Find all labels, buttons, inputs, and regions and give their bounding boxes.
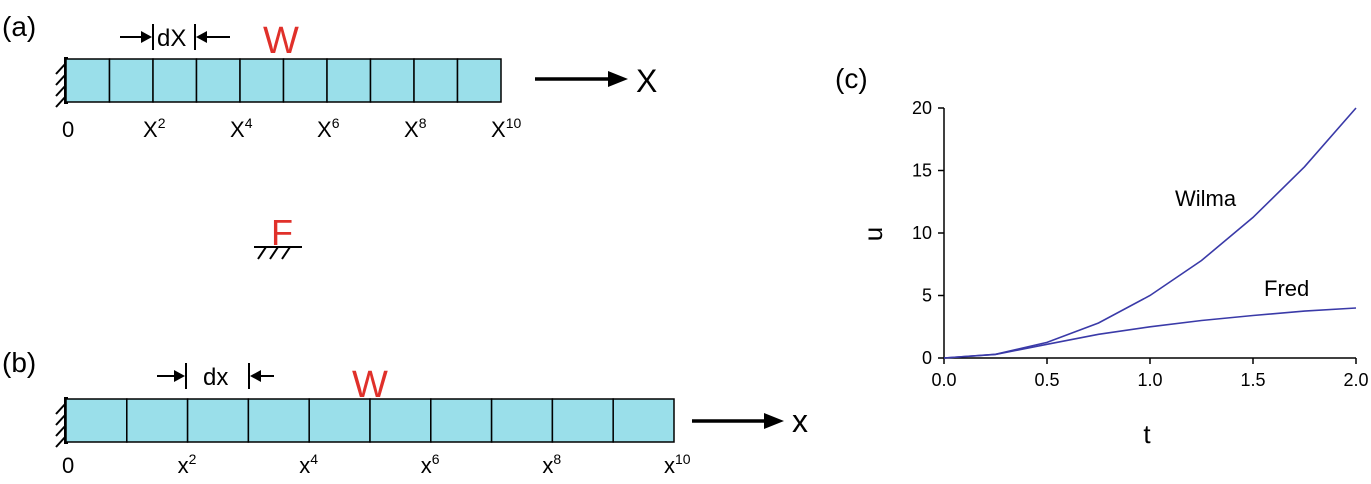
- mass-label-w: W: [352, 364, 388, 406]
- node-label: x4: [299, 451, 318, 478]
- x-tick-label: 2.0: [1343, 370, 1368, 390]
- panel-a-wall: [55, 57, 68, 108]
- bar-cell: [456, 58, 502, 103]
- wall-hatch: [55, 84, 67, 97]
- bar-cell: [126, 398, 189, 443]
- bar-cell: [152, 58, 198, 103]
- y-tick-label: 5: [922, 286, 932, 306]
- spacing-label: dX: [157, 25, 186, 52]
- bar-cell: [239, 58, 285, 103]
- node-label: x6: [421, 451, 440, 478]
- bar-cell: [369, 58, 415, 103]
- panel-a: (a) dX W X 0 X2 X4 X6 X8 X10: [2, 11, 657, 142]
- x-tick-label: 1.5: [1240, 370, 1265, 390]
- bar-cell: [282, 58, 328, 103]
- series-line-fred: [943, 307, 1357, 359]
- bar-cell: [65, 398, 128, 443]
- spacing-label: dx: [203, 364, 228, 391]
- wall-hatch: [55, 435, 67, 448]
- bar-cell: [247, 398, 310, 443]
- axis-label: x: [792, 403, 808, 439]
- panel-b-wall: [55, 397, 68, 448]
- bar-cell: [490, 398, 554, 443]
- fred-marker-label: F: [271, 212, 293, 253]
- series-line-wilma: [943, 107, 1357, 359]
- arrowhead-right-icon: [174, 370, 185, 382]
- panel-c-chart: (c) 0.0 0.5 1.0 1.5 2.0 0 5 10 15 20 t u Wilma Fr…: [835, 63, 1369, 449]
- bar-cell: [551, 398, 614, 443]
- y-axis-title: u: [858, 227, 888, 241]
- wall-hatch: [55, 73, 67, 86]
- wall-hatch: [55, 413, 67, 426]
- x-axis-title: t: [1143, 419, 1151, 449]
- node-label: x10: [664, 451, 691, 478]
- bar-cell: [65, 58, 111, 103]
- ground-hatch: [257, 246, 267, 260]
- fred-marker: F: [254, 212, 302, 260]
- x-tick-label: 0.5: [1034, 370, 1059, 390]
- bar-cell: [186, 398, 250, 443]
- panel-c-label: (c): [835, 63, 868, 94]
- bar-cell: [413, 58, 459, 103]
- bar-cell: [195, 58, 241, 103]
- wall-hatch: [55, 62, 67, 75]
- panel-a-node-labels: 0 X2 X4 X6 X8 X10: [62, 115, 521, 142]
- panel-a-axis-arrow: X: [535, 63, 657, 99]
- node-label: 0: [62, 117, 74, 142]
- bar-cell: [612, 398, 675, 443]
- arrowhead-left-icon: [196, 31, 207, 43]
- panel-b: (b) dx W x 0 x2 x4 x6 x8 x10: [2, 347, 808, 478]
- node-label: X6: [317, 115, 340, 142]
- panel-a-spacing-indicator: dX: [120, 24, 230, 52]
- node-label: X8: [404, 115, 427, 142]
- y-tick-label: 15: [912, 161, 932, 181]
- x-tick-label: 1.0: [1137, 370, 1162, 390]
- panel-b-spacing-indicator: dx: [157, 363, 274, 391]
- node-label: X4: [230, 115, 253, 142]
- x-tick-label: 0.0: [931, 370, 956, 390]
- y-tick-label: 20: [912, 98, 932, 118]
- wall-hatch: [55, 95, 67, 108]
- mass-label-w: W: [263, 20, 299, 62]
- y-tick-label: 10: [912, 223, 932, 243]
- panel-a-label: (a): [2, 11, 36, 42]
- bar-cell: [326, 58, 372, 103]
- axis-label: X: [636, 63, 657, 99]
- y-tick-label: 0: [922, 348, 932, 368]
- panel-b-label: (b): [2, 347, 36, 378]
- chart-ticks: 0.0 0.5 1.0 1.5 2.0 0 5 10 15 20: [912, 98, 1369, 390]
- bar-cell: [108, 58, 154, 103]
- arrowhead-right-icon: [608, 71, 628, 87]
- bar-cell: [430, 398, 493, 443]
- panel-b-axis-arrow: x: [692, 403, 808, 439]
- ground-hatch: [281, 246, 291, 260]
- panel-b-bar: [65, 398, 675, 443]
- series-label-fred: Fred: [1264, 276, 1309, 301]
- arrowhead-left-icon: [250, 370, 261, 382]
- arrowhead-right-icon: [141, 31, 152, 43]
- wall-hatch: [55, 402, 67, 415]
- panel-a-bar: [65, 58, 502, 103]
- arrowhead-right-icon: [764, 413, 784, 429]
- wall-hatch: [55, 424, 67, 437]
- node-label: x2: [178, 451, 197, 478]
- panel-b-node-labels: 0 x2 x4 x6 x8 x10: [62, 451, 691, 478]
- node-label: x8: [542, 451, 561, 478]
- chart-series: [943, 107, 1357, 359]
- bar-cell: [308, 398, 371, 443]
- node-label: X10: [491, 115, 521, 142]
- series-label-wilma: Wilma: [1175, 186, 1237, 211]
- node-label: X2: [143, 115, 166, 142]
- node-label: 0: [62, 453, 74, 478]
- ground-hatch: [269, 246, 279, 260]
